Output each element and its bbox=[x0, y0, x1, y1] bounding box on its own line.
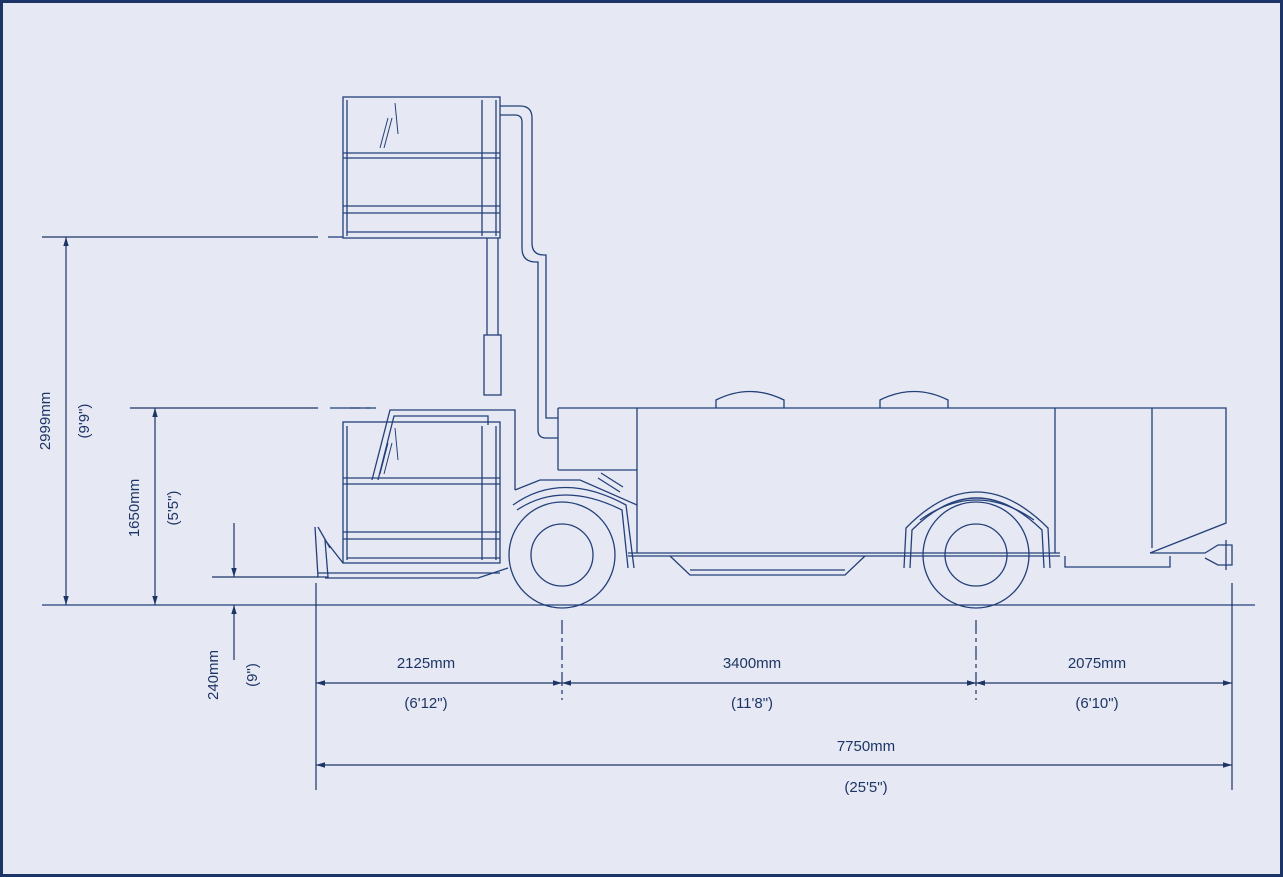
vehicle-body bbox=[514, 390, 1227, 554]
overall-height-imperial: (9'9") bbox=[76, 404, 93, 439]
overall-height-mm: 2999mm bbox=[37, 392, 54, 450]
overall-length-mm: 7750mm bbox=[837, 738, 895, 755]
rear-wheel bbox=[903, 491, 1051, 609]
vehicle-outline bbox=[42, 96, 1255, 609]
front-overhang-mm: 2125mm bbox=[397, 655, 455, 672]
dimension-lines bbox=[42, 236, 1233, 790]
overall-length-imperial: (25'5") bbox=[844, 779, 887, 796]
wheelbase-imperial: (11'8") bbox=[731, 695, 773, 712]
front-wheel bbox=[508, 486, 635, 609]
chassis bbox=[314, 526, 1233, 579]
lift-mast bbox=[483, 105, 558, 439]
ground-clearance-mm: 240mm bbox=[205, 650, 222, 700]
lowered-platform bbox=[330, 407, 516, 564]
rear-overhang-mm: 2075mm bbox=[1068, 655, 1126, 672]
raised-platform bbox=[328, 96, 501, 239]
dimension-labels: 2999mm (9'9") 1650mm (5'5") 240mm (9") 2… bbox=[37, 392, 1126, 796]
front-overhang-imperial: (6'12") bbox=[404, 695, 447, 712]
platform-height-imperial: (5'5") bbox=[165, 491, 182, 526]
platform-height-mm: 1650mm bbox=[126, 479, 143, 537]
wheelbase-mm: 3400mm bbox=[723, 655, 781, 672]
ground-clearance-imperial: (9") bbox=[244, 663, 261, 687]
rear-overhang-imperial: (6'10") bbox=[1075, 695, 1118, 712]
